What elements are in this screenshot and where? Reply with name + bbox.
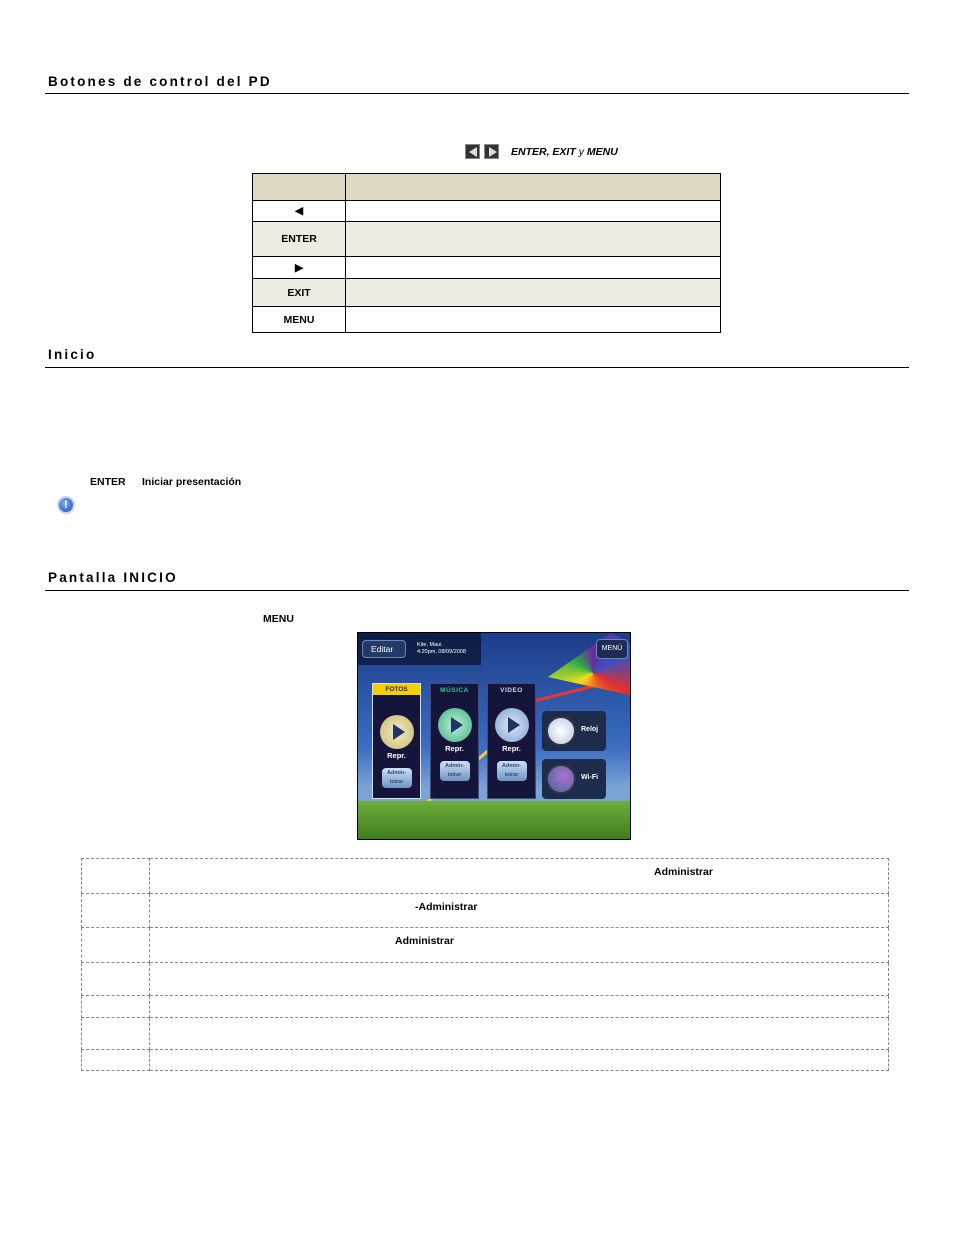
video-panel[interactable]: VIDEO Repr. Admin-istrar bbox=[487, 683, 536, 799]
key-menu: MENU bbox=[252, 306, 346, 333]
play-icon bbox=[437, 708, 472, 742]
intro-menu: MENU bbox=[586, 145, 618, 158]
play-icon bbox=[494, 708, 529, 742]
intro-y: y bbox=[578, 145, 584, 158]
panel-title: FOTOS bbox=[373, 684, 420, 695]
wifi-label: Wi-Fi bbox=[581, 774, 599, 781]
header-cell bbox=[345, 173, 721, 201]
divider bbox=[45, 367, 909, 368]
fotos-panel[interactable]: FOTOS Repr. Admin-istrar bbox=[372, 683, 421, 799]
controls-table: ◀ ENTER ▶ EXIT MENU bbox=[252, 173, 721, 333]
key-left: ◀ bbox=[252, 200, 346, 222]
manage-button[interactable]: Admin-istrar bbox=[496, 761, 527, 781]
panel-title: MÚSICA bbox=[440, 687, 469, 694]
enter-label: ENTER bbox=[90, 476, 126, 488]
section-title-pantalla: Pantalla INICIO bbox=[48, 570, 178, 585]
intro-keys: ENTER, EXIT bbox=[511, 145, 576, 158]
home-screen-table: Administrar -Administrar Administrar bbox=[81, 858, 889, 1071]
right-arrow-icon bbox=[484, 144, 499, 159]
key-exit: EXIT bbox=[252, 278, 346, 307]
play-icon bbox=[379, 715, 414, 749]
manage-button[interactable]: Admin-istrar bbox=[381, 768, 412, 788]
play-label: Repr. bbox=[387, 751, 406, 760]
header-cell bbox=[252, 173, 346, 201]
key-right: ▶ bbox=[252, 256, 346, 279]
start-slideshow-label: Iniciar presentación bbox=[142, 476, 242, 488]
panel-title: VIDEO bbox=[500, 687, 523, 694]
play-label: Repr. bbox=[502, 744, 521, 753]
menu-label: MENU bbox=[263, 613, 294, 625]
cell-bold: Administrar bbox=[395, 935, 454, 947]
section-title-controls: Botones de control del PD bbox=[48, 74, 272, 89]
grass bbox=[358, 801, 630, 839]
location: Kite, Maui bbox=[417, 642, 442, 648]
divider bbox=[45, 93, 909, 94]
wifi-icon bbox=[546, 764, 576, 794]
clock-label: Reloj bbox=[581, 726, 599, 733]
cell-bold: Administrar bbox=[654, 866, 713, 878]
cell-bold: -Administrar bbox=[415, 901, 478, 913]
wifi-tile[interactable]: Wi-Fi bbox=[542, 759, 606, 799]
clock-tile[interactable]: Reloj bbox=[542, 711, 606, 751]
clock-icon bbox=[546, 716, 576, 746]
play-label: Repr. bbox=[445, 744, 464, 753]
key-enter: ENTER bbox=[252, 221, 346, 257]
divider bbox=[45, 590, 909, 591]
musica-panel[interactable]: MÚSICA Repr. Admin-istrar bbox=[430, 683, 479, 799]
menu-button[interactable]: MENÚ bbox=[596, 639, 628, 659]
left-arrow-icon bbox=[465, 144, 480, 159]
section-title-inicio: Inicio bbox=[48, 347, 97, 362]
manage-button[interactable]: Admin-istrar bbox=[439, 761, 470, 781]
edit-button[interactable]: Editar bbox=[362, 640, 406, 658]
datetime: 4:20pm, 08/09/2008 bbox=[417, 649, 466, 655]
info-exclamation-icon: ! bbox=[57, 496, 75, 514]
